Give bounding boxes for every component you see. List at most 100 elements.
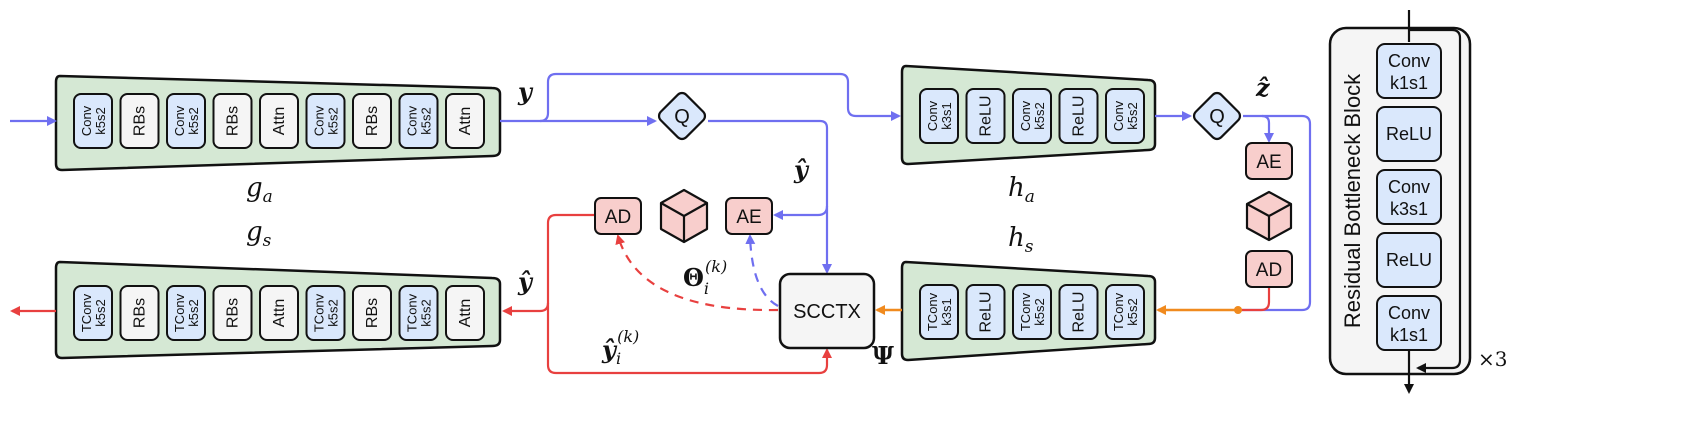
rb-block-label: Conv: [1388, 303, 1430, 323]
h-a-block-label: ReLU: [1071, 96, 1088, 137]
ae-box-hyper: AE: [1245, 142, 1293, 180]
g-s-block-6: RBs: [352, 285, 392, 341]
g-a-block-label: Conv: [312, 105, 327, 136]
h-s-block-label: ReLU: [1071, 292, 1088, 333]
h-s-main: h: [1008, 223, 1025, 253]
h-a-sub: a: [1025, 187, 1035, 207]
y-hat-top-label: ŷ: [793, 155, 810, 184]
h-a-block-label: Conv: [1111, 100, 1126, 131]
h-a-block-rect: [1012, 88, 1052, 144]
h-s-block-rect: [1012, 284, 1052, 340]
g-s-block-1: RBs: [119, 285, 160, 341]
scctx-label: SCCTX: [793, 301, 861, 323]
g-a-block-label: Conv: [79, 105, 94, 136]
rb-block-label: ReLU: [1386, 124, 1432, 144]
y-hat-i-sub: i: [616, 349, 621, 368]
g-s-block-rect: [305, 285, 346, 341]
g-s-block-label: Attn: [457, 299, 474, 327]
rb-block-rect: [1376, 106, 1442, 162]
g-a-block-sublabel: k5s2: [93, 107, 108, 134]
g-a-block-sublabel: k5s2: [326, 107, 341, 134]
g-s-block-4: Attn: [259, 285, 299, 341]
h-s-block-label: TConv: [925, 292, 940, 331]
bitstream-cube-icon: [659, 188, 709, 244]
h-a-block-rect: [919, 88, 959, 144]
y-label: y: [517, 77, 534, 106]
g-s-block-8: Attn: [445, 285, 485, 341]
g-s-block-rect: [212, 285, 253, 341]
g-a-block-rect: [212, 93, 253, 149]
scctx-module: SCCTX: [778, 272, 876, 350]
h-s-block-1: ReLU: [965, 284, 1006, 340]
g-a-block-rect: [166, 93, 206, 149]
h-a-block-rect: [965, 88, 1006, 144]
g-a-block-sublabel: k5s2: [186, 107, 201, 134]
g-a-label: ga: [246, 173, 273, 207]
rb-title: Residual Bottleneck Block: [1340, 73, 1365, 328]
ad-box-main: AD: [594, 197, 642, 235]
g-s-block-sublabel: k5s2: [186, 299, 201, 326]
bitstream-cube-hyper-icon: [1245, 190, 1293, 242]
g-s-block-rect: [445, 285, 485, 341]
h-s-block-rect: [1058, 284, 1099, 340]
g-a-sub: a: [263, 187, 273, 207]
g-a-block-6: RBs: [352, 93, 392, 149]
h-s-block-sublabel: k5s2: [1125, 298, 1140, 325]
g-a-block-8: Attn: [445, 93, 485, 149]
q-to-scctx-arrow: [708, 119, 832, 274]
y-hat-left-label: ŷ: [517, 267, 534, 296]
g-s-block-label: TConv: [79, 293, 94, 332]
g-a-block-label: RBs: [364, 106, 381, 136]
g-s-sub: s: [263, 231, 272, 251]
g-a-block-label: Attn: [457, 107, 474, 135]
rb-block-label: ReLU: [1386, 250, 1432, 270]
y-hat-i-main: ŷ: [601, 335, 618, 364]
h-s-block-sublabel: k3s1: [939, 298, 954, 325]
theta-sub: i: [704, 279, 709, 298]
h-a-block-label: ReLU: [978, 96, 995, 137]
junction-dot: [1234, 306, 1242, 314]
rb-skip-connection: [1409, 28, 1462, 373]
g-a-block-label: Conv: [172, 105, 187, 136]
g-a-block-1: RBs: [119, 93, 160, 149]
g-s-block-sublabel: k5s2: [326, 299, 341, 326]
h-a-block-sublabel: k5s2: [1032, 102, 1047, 129]
rb-block-1: ReLU: [1376, 106, 1442, 162]
h-a-label: ha: [1008, 173, 1035, 207]
q2-to-ae2-arrow: [1243, 114, 1274, 143]
g-s-block-rect: [398, 285, 439, 341]
yhat-to-ae-arrow: [773, 205, 829, 220]
g-a-main: g: [246, 173, 263, 203]
g-a-block-4: Attn: [259, 93, 299, 149]
ad-to-gs-red: [502, 213, 594, 316]
g-a-block-rect: [259, 93, 299, 149]
rb-block-sublabel: k1s1: [1390, 73, 1428, 93]
rb-block-rect: [1376, 169, 1442, 225]
g-a-block-rect: [445, 93, 485, 149]
quantizer-2-label: Q: [1209, 106, 1225, 128]
h-a-block-rect: [1105, 88, 1145, 144]
g-a-block-rect: [73, 93, 113, 149]
g-s-label: gs: [246, 217, 272, 251]
h-a-main: h: [1008, 173, 1025, 203]
g-s-block-3: RBs: [212, 285, 253, 341]
ae-box-main: AE: [725, 197, 773, 235]
rb-block-label: Conv: [1388, 177, 1430, 197]
g-a-block-label: Conv: [405, 105, 420, 136]
h-s-block-label: ReLU: [978, 292, 995, 333]
